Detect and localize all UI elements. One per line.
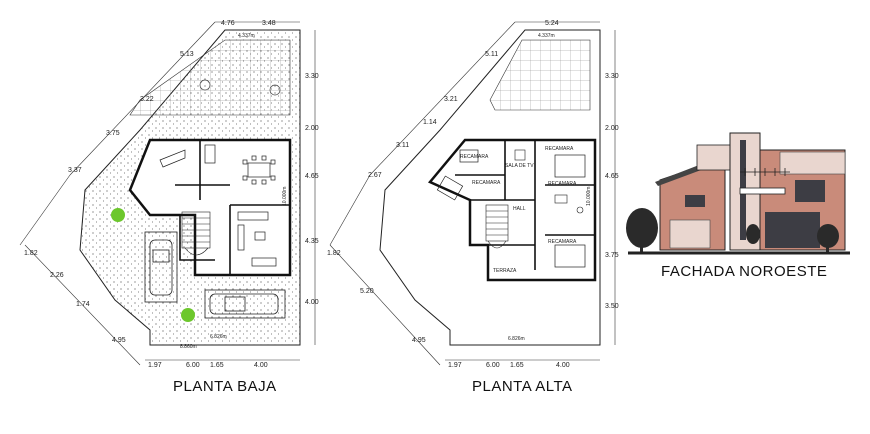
facade-right-top-band	[779, 151, 846, 175]
gf-right-dim-1: 3.30	[305, 73, 319, 80]
upper-roof-grid	[489, 39, 591, 111]
uf-right-dim-4: 3.75	[605, 252, 619, 259]
dimension-lines-ground	[19, 21, 316, 366]
gf-diag-dim-2: 3.22	[140, 96, 154, 103]
ground-floor-plan	[19, 21, 316, 366]
dimension-lines-upper	[329, 21, 616, 366]
uf-room-5: HALL	[513, 206, 526, 212]
gf-bottom-dim-1: 1.97	[148, 362, 162, 369]
upper-stairs	[485, 204, 509, 249]
uf-diag-dim-5: 2.67	[368, 172, 382, 179]
facade-trees	[626, 208, 839, 254]
bath-fixtures	[514, 149, 584, 214]
elevation-title: FACHADA NOROESTE	[661, 263, 828, 280]
garden-strip-top	[129, 39, 291, 116]
gf-right-dim-5: 4.00	[305, 299, 319, 306]
uf-diag-dim-4: 3.11	[396, 142, 409, 149]
uf-room-1: RECAMARA	[545, 146, 574, 152]
uf-small-label-1: 4.337m	[538, 33, 555, 39]
gf-diag-dim-6: 2.26	[50, 272, 64, 279]
uf-small-label-3: 6.826m	[508, 336, 525, 342]
uf-bottom-dim-2: 6.00	[486, 362, 500, 369]
house-footprint	[128, 138, 292, 277]
uf-diag-dim-6: 1.82	[327, 250, 341, 257]
kitchen-counter	[159, 144, 216, 168]
gf-small-label-2: 10.000m	[282, 187, 288, 206]
facade-left-lower-window	[669, 219, 711, 249]
gf-right-dim-3: 4.65	[305, 173, 319, 180]
gf-diag-dim-3: 3.75	[106, 130, 120, 137]
uf-room-2: SALA DE TV	[505, 163, 534, 169]
beds	[436, 149, 586, 268]
dining-table	[242, 155, 276, 185]
uf-room-6: RECAMARA	[548, 239, 577, 245]
interior-walls	[175, 140, 290, 275]
uf-bottom-dim-1: 1.97	[448, 362, 462, 369]
gf-diag-dim-1: 5.13	[180, 51, 194, 58]
gf-top-dim-2: 3.48	[262, 20, 276, 27]
gf-diag-dim-7: 1.74	[76, 301, 90, 308]
uf-small-label-2: 10.000m	[586, 187, 592, 206]
gf-diag-dim-4: 3.37	[68, 167, 82, 174]
living-furniture	[237, 211, 277, 267]
facade-right-balcony	[739, 187, 786, 195]
upper-floor-title: PLANTA ALTA	[472, 378, 573, 395]
gf-small-label-4: 8.860m	[180, 344, 197, 350]
upper-interior-walls	[455, 140, 595, 270]
uf-diag-dim-8: 4.95	[412, 337, 426, 344]
ground-floor-title: PLANTA BAJA	[173, 378, 277, 395]
uf-room-4: RECAMARA	[472, 180, 501, 186]
upper-floor-plan	[329, 21, 616, 366]
facade-left-upper-window	[685, 195, 705, 207]
facade-upper-box	[696, 144, 733, 171]
uf-diag-dim-1: 5.11	[485, 51, 498, 58]
uf-diag-dim-3: 1.14	[423, 119, 437, 126]
gf-bottom-dim-4: 4.00	[254, 362, 268, 369]
northwest-elevation	[626, 132, 850, 255]
stairs	[181, 211, 211, 256]
uf-room-7: TERRAZA	[493, 268, 517, 274]
gf-right-dim-2: 2.00	[305, 125, 319, 132]
facade-right-lower-glass	[765, 212, 820, 248]
uf-diag-dim-7: 5.20	[360, 288, 374, 295]
uf-right-dim-1: 3.30	[605, 73, 619, 80]
gf-top-dim-1: 4.76	[221, 20, 235, 27]
gf-small-label-1: 4.337m	[238, 33, 255, 39]
uf-room-3: RECAMARA	[460, 154, 489, 160]
trees	[111, 79, 281, 322]
uf-right-dim-3: 4.65	[605, 173, 619, 180]
upper-site-boundary	[379, 29, 601, 346]
garage	[144, 231, 286, 319]
gf-small-label-3: 6.826m	[210, 334, 227, 340]
uf-top-dim-1: 5.24	[545, 20, 559, 27]
uf-bottom-dim-3: 1.65	[510, 362, 524, 369]
uf-room-8: RECAMARA	[548, 181, 577, 187]
facade-right-upper-window	[795, 180, 825, 202]
uf-right-dim-2: 2.00	[605, 125, 619, 132]
gf-diag-dim-5: 1.82	[24, 250, 38, 257]
gf-right-dim-4: 4.35	[305, 238, 319, 245]
uf-diag-dim-2: 3.21	[444, 96, 458, 103]
gf-bottom-dim-3: 1.65	[210, 362, 224, 369]
facade-pergola	[740, 168, 790, 176]
gf-bottom-dim-2: 6.00	[186, 362, 200, 369]
uf-bottom-dim-4: 4.00	[556, 362, 570, 369]
dimension-labels: 4.76 3.48 3.30 2.00 4.65 4.35 4.00 1.97 …	[24, 20, 619, 369]
gf-diag-dim-8: 4.95	[112, 337, 126, 344]
uf-right-dim-5: 3.50	[605, 303, 619, 310]
